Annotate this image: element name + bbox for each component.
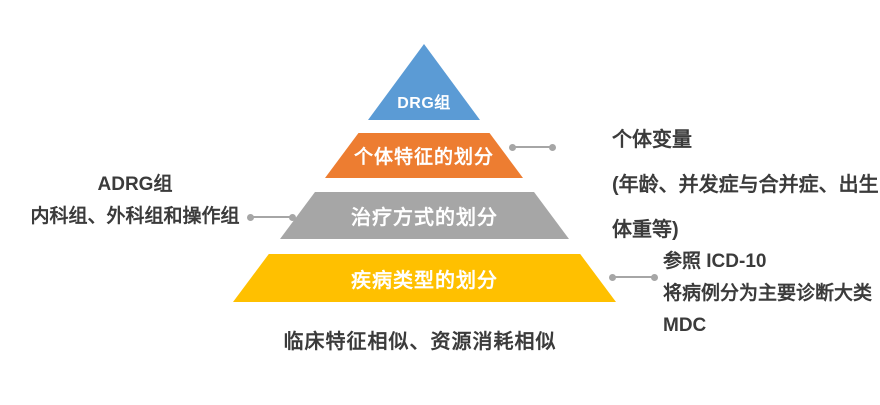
pyramid-level-drg-group-label: DRG组 xyxy=(397,95,451,112)
pyramid-level-disease-type: 疾病类型的划分 xyxy=(233,254,616,302)
pyramid-level-individual-traits-label: 个体特征的划分 xyxy=(353,147,494,168)
annotation-icd10-title: 参照 ICD-10 xyxy=(663,251,767,272)
pyramid-level-individual-traits: 个体特征的划分 xyxy=(325,133,523,178)
annotation-icd10-detail: 将病例分为主要诊断大类 xyxy=(663,283,873,304)
pyramid-level-disease-type-label: 疾病类型的划分 xyxy=(351,269,498,292)
annotation-adrg-group: ADRG组 内科组、外科组和操作组 xyxy=(25,169,245,233)
annotation-icd10-mdc: 参照 ICD-10 将病例分为主要诊断大类 MDC xyxy=(663,246,872,342)
annotation-individual-variables-detail-2: 体重等) xyxy=(612,219,679,241)
pyramid-level-treatment-method: 治疗方式的划分 xyxy=(280,192,569,239)
pyramid-caption: 临床特征相似、资源消耗相似 xyxy=(283,331,557,353)
pyramid-level-treatment-method-label: 治疗方式的划分 xyxy=(351,207,498,229)
annotation-individual-variables-title: 个体变量 xyxy=(612,129,692,151)
annotation-icd10-mdc-label: MDC xyxy=(663,315,707,336)
annotation-adrg-group-detail: 内科组、外科组和操作组 xyxy=(30,206,240,227)
connector-line-individual-variables xyxy=(509,143,556,151)
pyramid-level-drg-group: DRG组 xyxy=(368,44,480,120)
annotation-individual-variables: 个体变量 (年龄、并发症与合并症、出生 体重等) xyxy=(612,118,879,253)
annotation-individual-variables-detail-1: (年龄、并发症与合并症、出生 xyxy=(612,174,879,196)
annotation-adrg-group-title: ADRG组 xyxy=(97,174,173,195)
connector-line-adrg-group xyxy=(247,213,296,221)
connector-line-icd10 xyxy=(609,273,658,281)
